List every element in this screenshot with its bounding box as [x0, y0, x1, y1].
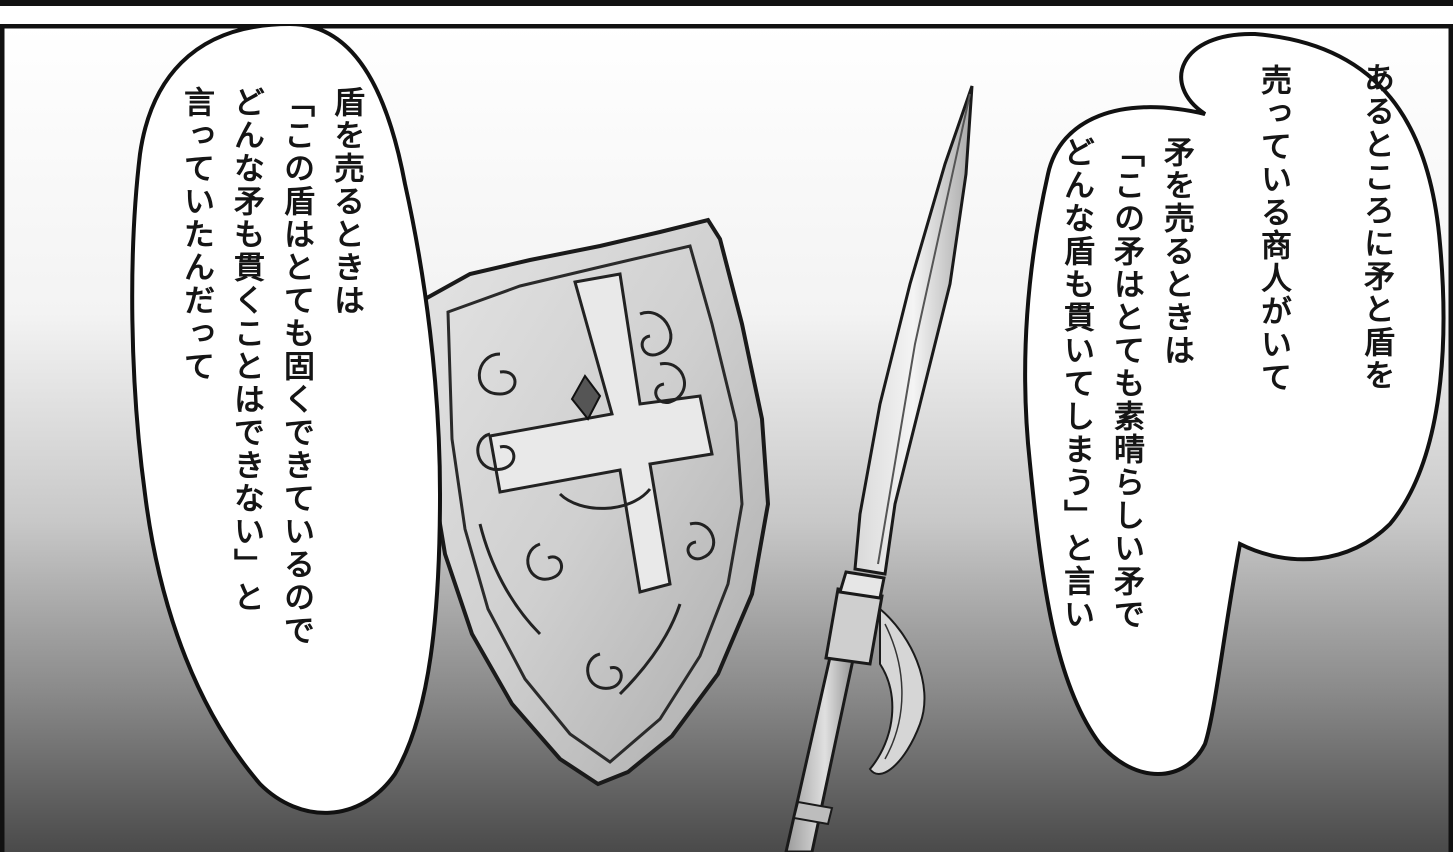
right-bubble-line-5: どんな盾も貫いてしまう」と言い	[1058, 136, 1094, 631]
left-bubble-line-3: どんな矛も貫くことはできない」と	[228, 86, 264, 614]
panel-artwork	[0, 24, 1453, 852]
comic-panel: あるところに矛と盾を 売っている商人がいて 矛を売るときは 「この矛はとても素晴…	[0, 24, 1453, 852]
right-bubble-line-2: 売っている商人がいて	[1255, 64, 1291, 394]
left-bubble-line-1: 盾を売るときは	[328, 86, 364, 317]
right-bubble-line-4: 「この矛はとても素晴らしい矛で	[1108, 136, 1144, 631]
spear-drawing	[784, 85, 974, 852]
left-bubble-line-4: 言っていたんだって	[178, 86, 214, 383]
left-speech-bubble-shape	[130, 24, 443, 815]
shield-drawing	[419, 217, 771, 787]
left-bubble-line-2: 「この盾はとても固くできているので	[278, 86, 314, 647]
right-bubble-line-3: 矛を売るときは	[1158, 136, 1194, 367]
panel-top-border	[0, 0, 1453, 6]
right-bubble-line-1: あるところに矛と盾を	[1358, 62, 1394, 392]
right-speech-bubble-shape	[1023, 31, 1446, 776]
